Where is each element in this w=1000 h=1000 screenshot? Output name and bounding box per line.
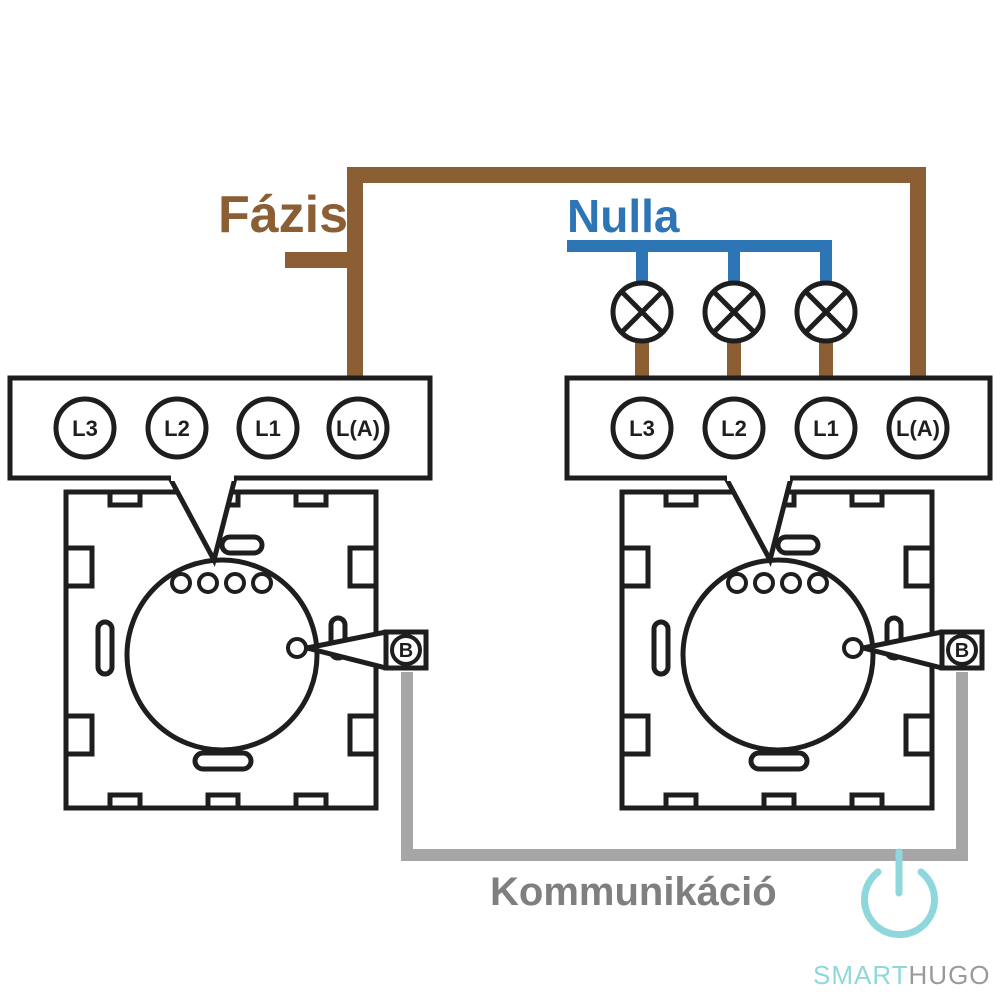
right-frame-tabs bbox=[619, 489, 935, 811]
right-terminal-l3 bbox=[610, 396, 674, 460]
right-switch-mechanism bbox=[680, 557, 876, 753]
left-terminal-l2-label: L2 bbox=[164, 416, 190, 441]
communication-label: Kommunikáció bbox=[490, 870, 777, 914]
phase-wire bbox=[285, 167, 926, 398]
power-icon bbox=[861, 848, 938, 939]
right-switch: B L3 L2 L1 L(A) bbox=[564, 375, 993, 811]
left-switch-mechanism bbox=[124, 557, 320, 753]
left-terminal-l3 bbox=[53, 396, 117, 460]
logo-text-hugo: HUGO bbox=[909, 960, 991, 990]
neutral-label: Nulla bbox=[567, 190, 680, 242]
left-terminal-l1 bbox=[236, 396, 300, 460]
left-terminal-l2 bbox=[145, 396, 209, 460]
phase-label: Fázis bbox=[218, 186, 348, 244]
communication-wire bbox=[401, 672, 968, 861]
lamp-l3-icon bbox=[610, 280, 674, 344]
right-terminal-la-label: L(A) bbox=[896, 416, 940, 441]
right-terminal-l1 bbox=[794, 396, 858, 460]
lamp-l1-icon bbox=[794, 280, 858, 344]
logo-text: SMARTHUGO bbox=[813, 960, 991, 990]
left-switch: B L3 L2 L1 L(A) bbox=[7, 375, 433, 811]
right-terminal-la bbox=[886, 396, 950, 460]
right-terminal-l2-label: L2 bbox=[721, 416, 747, 441]
right-terminal-l2 bbox=[702, 396, 766, 460]
neutral-wire bbox=[567, 240, 832, 282]
left-terminal-l1-label: L1 bbox=[255, 416, 281, 441]
right-terminal-l1-label: L1 bbox=[813, 416, 839, 441]
right-terminal-l3-label: L3 bbox=[629, 416, 655, 441]
left-terminal-l3-label: L3 bbox=[72, 416, 98, 441]
left-b-label: B bbox=[399, 640, 413, 662]
left-terminal-la-label: L(A) bbox=[336, 416, 380, 441]
left-terminal-la bbox=[326, 396, 390, 460]
right-b-terminal bbox=[946, 634, 978, 666]
left-b-terminal bbox=[390, 634, 422, 666]
right-b-label: B bbox=[955, 640, 969, 662]
lamp-l2-icon bbox=[702, 280, 766, 344]
left-frame-tabs bbox=[63, 489, 379, 811]
smarthugo-logo: SMARTHUGO bbox=[813, 848, 991, 990]
logo-text-smart: SMART bbox=[813, 960, 909, 990]
